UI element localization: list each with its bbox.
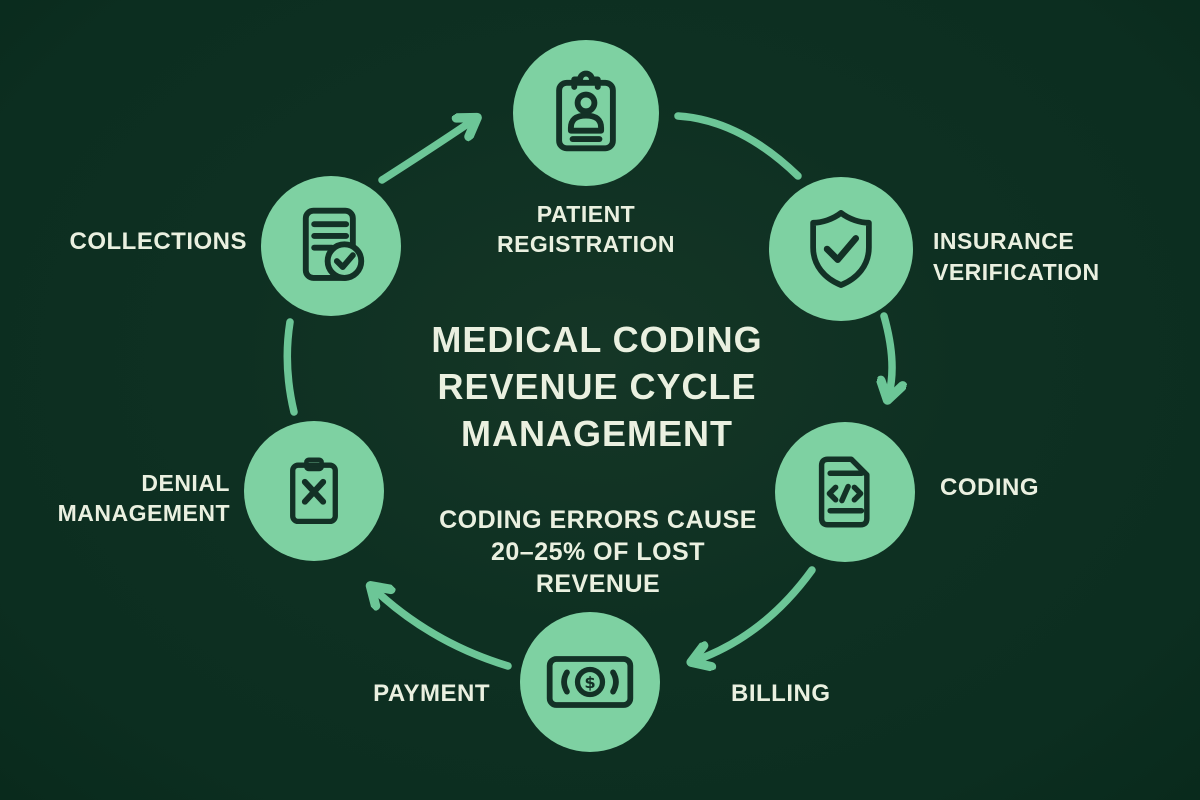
- denial-management-label: DENIAL MANAGEMENT: [57, 470, 230, 526]
- arrow-insurance-to-coding: [884, 312, 892, 394]
- statistic-subtitle: CODING ERRORS CAUSE 20–25% OF LOST REVEN…: [439, 506, 757, 598]
- page-title: MEDICAL CODING REVENUE CYCLE MANAGEMENT: [431, 319, 763, 454]
- collections-node: [261, 176, 401, 316]
- money-bill-icon: $: [546, 656, 634, 708]
- document-check-icon: [302, 207, 365, 281]
- arc-denial-to-collections: [283, 318, 298, 416]
- insurance-verification-node: [769, 177, 913, 321]
- collections-label: COLLECTIONS: [69, 228, 247, 255]
- billing-payment-node: $: [520, 612, 660, 752]
- arrow-coding-to-billing: [697, 566, 816, 660]
- billing-label: BILLING: [731, 680, 831, 707]
- code-document-icon: [818, 456, 870, 528]
- patient-registration-label: PATIENT REGISTRATION: [496, 201, 676, 257]
- insurance-verification-label: INSURANCE VERIFICATION: [933, 228, 1100, 285]
- coding-node: [775, 422, 915, 562]
- clipboard-person-icon: [556, 70, 616, 152]
- arc-registration-to-insurance: [674, 112, 802, 180]
- shield-check-icon: [810, 210, 872, 288]
- clipboard-x-icon: [290, 457, 338, 525]
- payment-label: PAYMENT: [373, 680, 490, 707]
- svg-text:$: $: [584, 673, 595, 692]
- arrow-collections-to-registration: [378, 121, 472, 184]
- patient-registration-node: [513, 40, 659, 186]
- arrow-payment-to-denial: [375, 590, 512, 670]
- denial-management-node: [244, 421, 384, 561]
- coding-label: CODING: [940, 474, 1039, 501]
